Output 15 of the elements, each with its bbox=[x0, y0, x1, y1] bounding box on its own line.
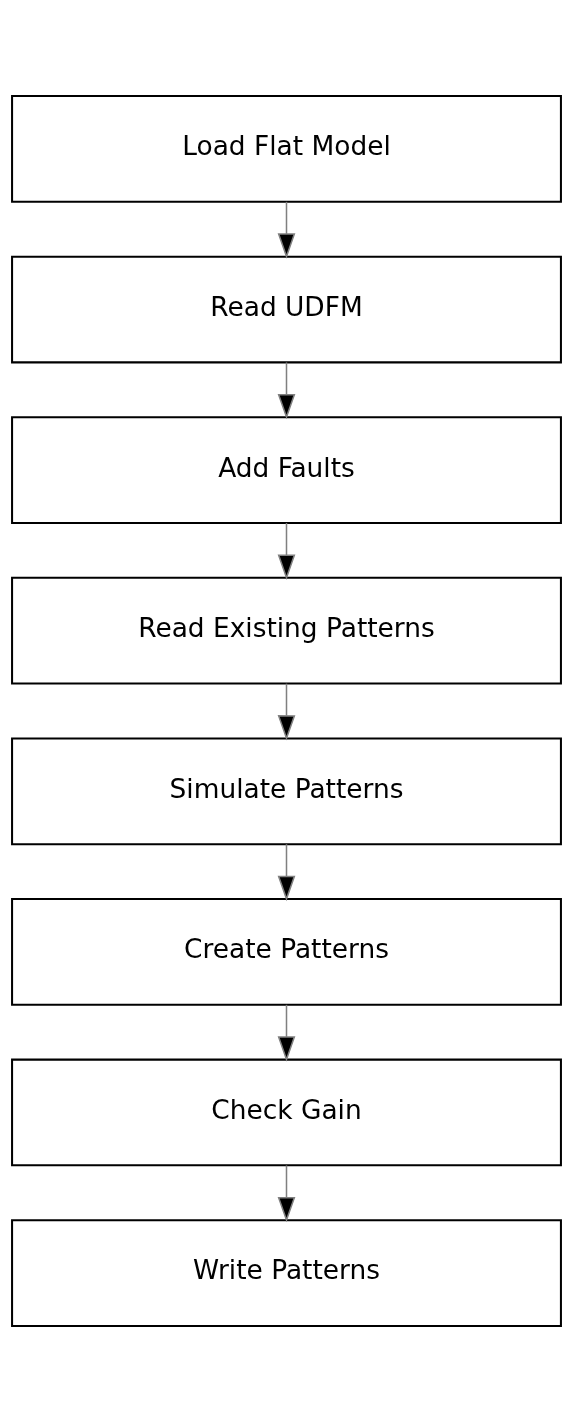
node-box: Write Patterns bbox=[11, 1218, 562, 1327]
node-box: Read Existing Patterns bbox=[11, 576, 562, 685]
arrow bbox=[277, 521, 296, 580]
arrow bbox=[277, 842, 296, 901]
arrow bbox=[277, 1003, 296, 1062]
node-box: Check Gain bbox=[11, 1058, 562, 1166]
node-box: Create Patterns bbox=[11, 897, 562, 1006]
arrow bbox=[277, 1164, 296, 1222]
node-box: Load Flat Model bbox=[11, 94, 562, 203]
arrow bbox=[277, 682, 296, 741]
arrow bbox=[277, 361, 296, 419]
node-box: Read UDFM bbox=[11, 255, 562, 363]
node-box: Add Faults bbox=[11, 415, 562, 524]
node-box: Simulate Patterns bbox=[11, 736, 562, 845]
arrow bbox=[277, 200, 296, 259]
